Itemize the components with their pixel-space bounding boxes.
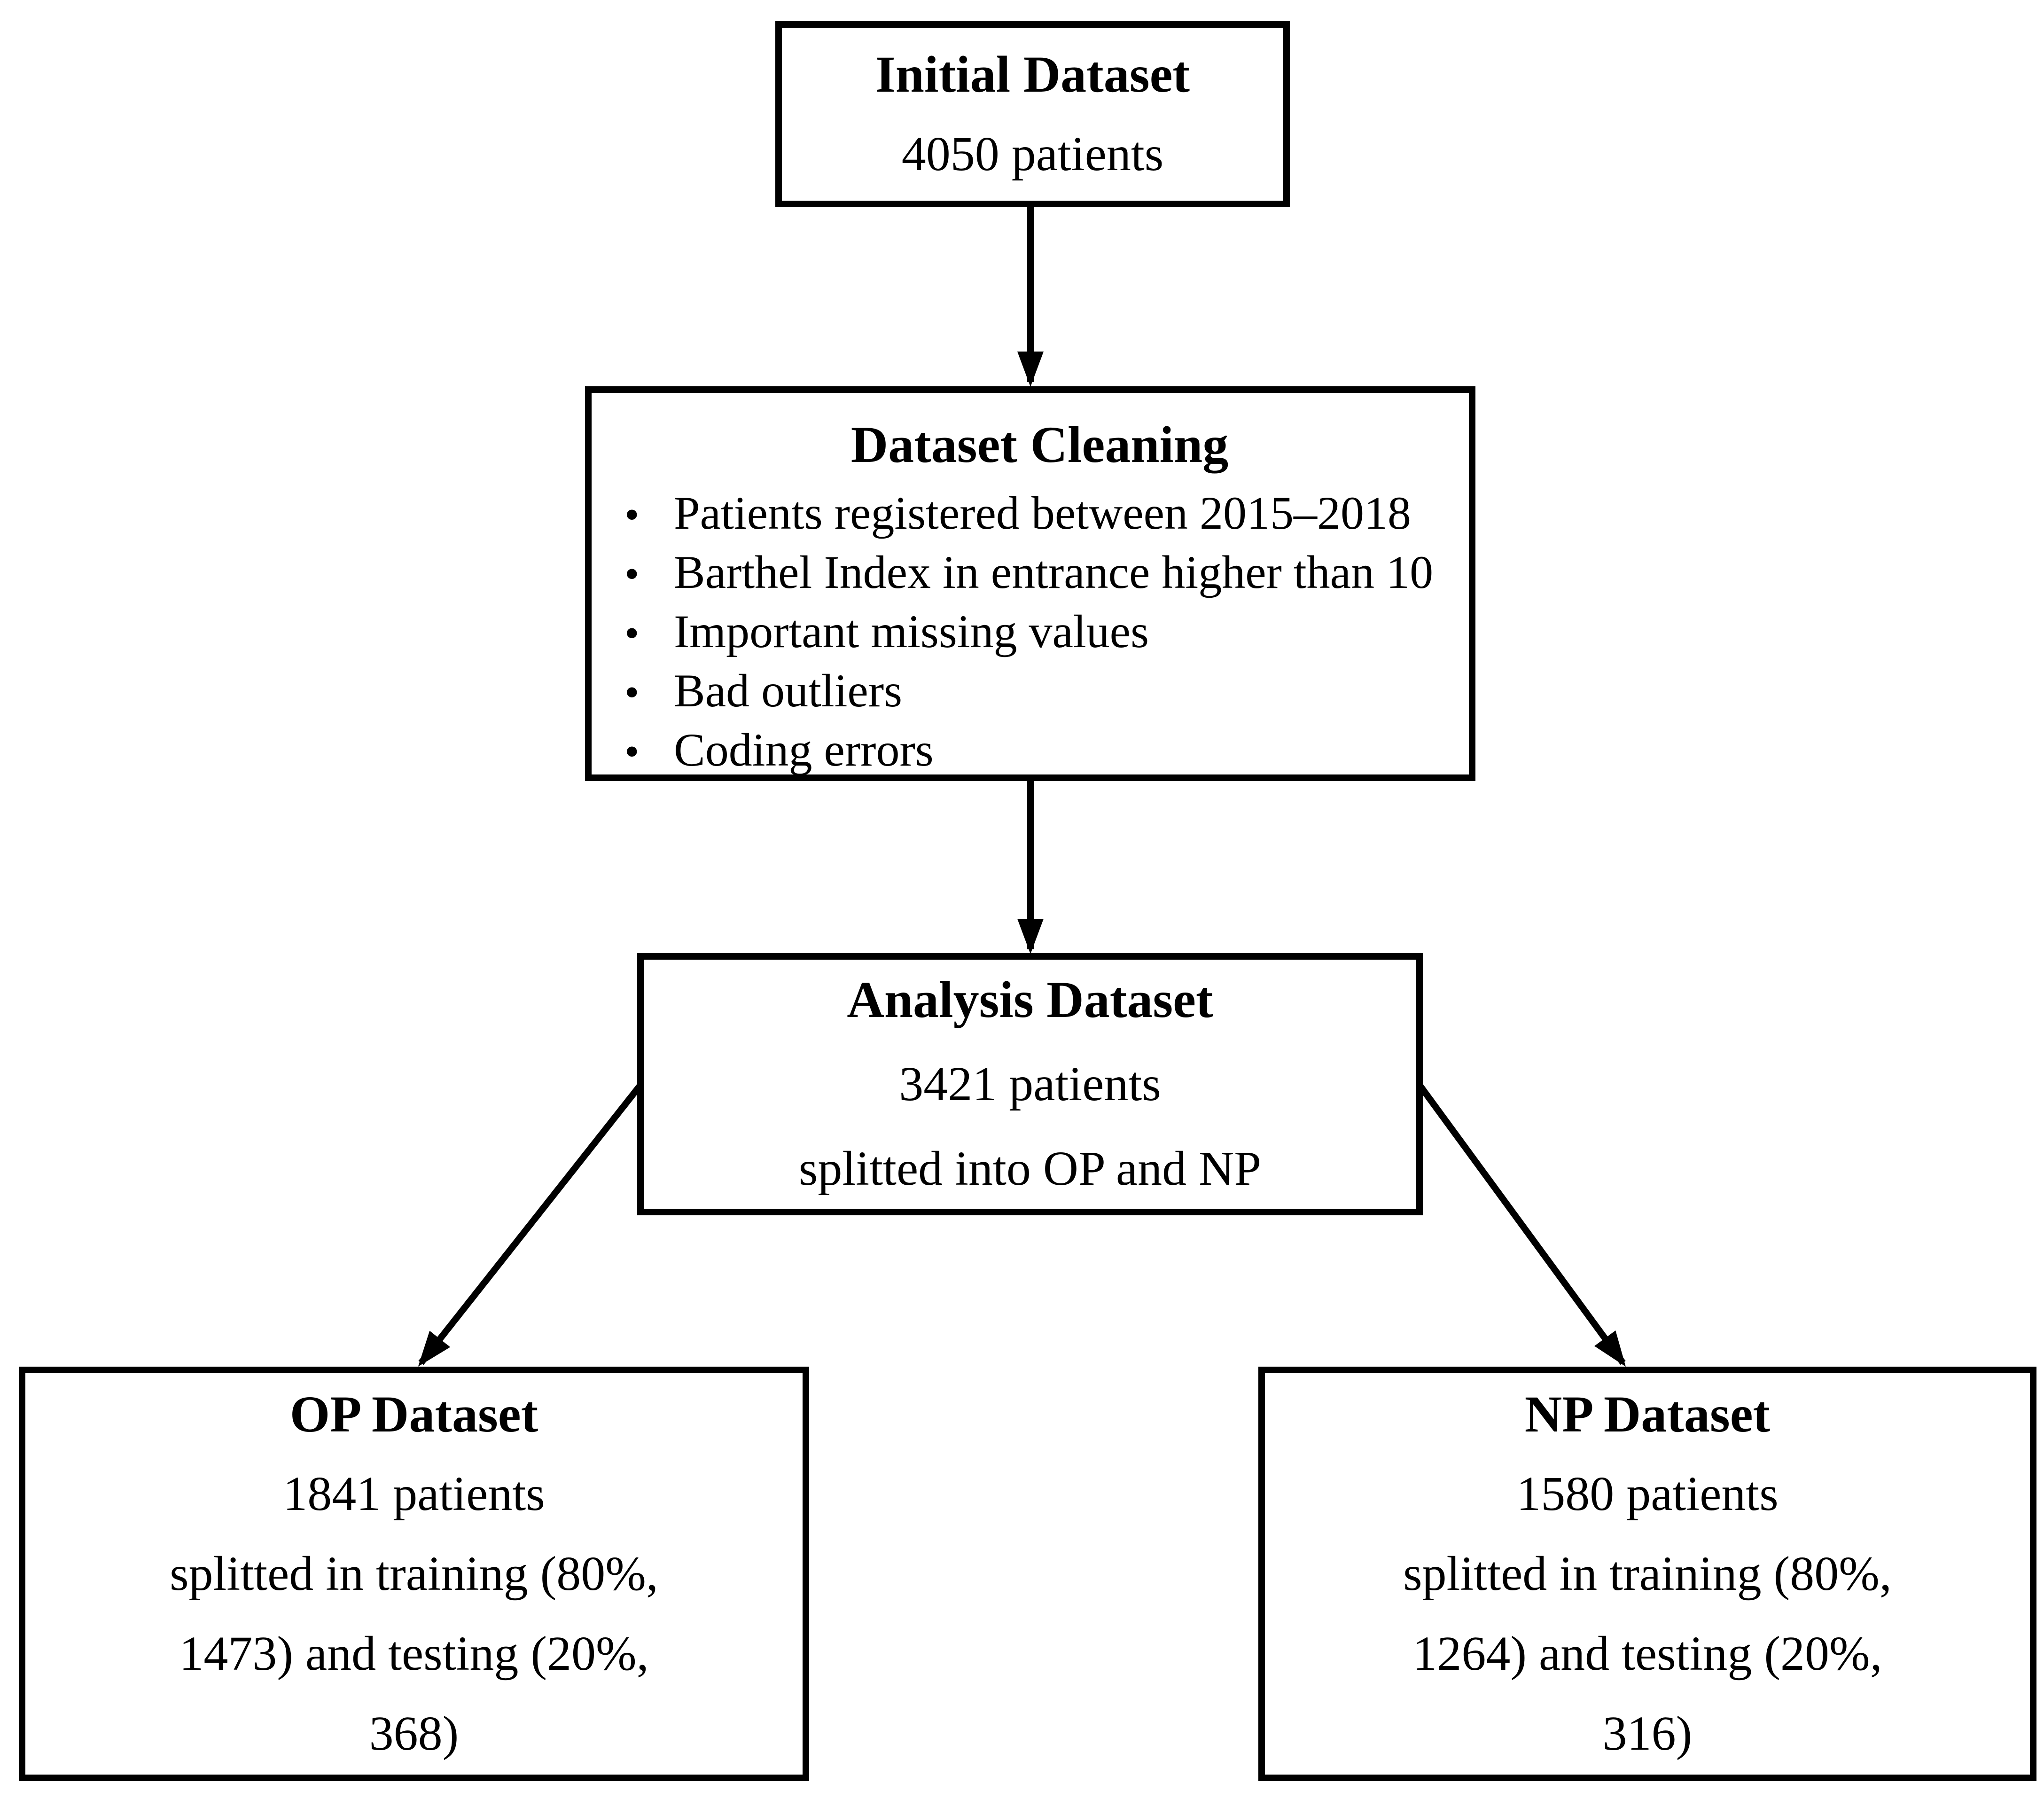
op-dataset-box: OP Dataset 1841 patients splitted in tra… [19,1367,809,1781]
cleaning-bullet-text: Coding errors [674,724,934,776]
analysis-dataset-count: 3421 patients [899,1057,1161,1111]
cleaning-bullet-item: • Bad outliers [624,662,1455,721]
op-dataset-count: 1841 patients [283,1467,545,1521]
bullet-icon: • [624,728,640,775]
op-dataset-split-line: splitted in training (80%, [170,1547,658,1601]
bullet-icon: • [624,551,640,597]
cleaning-bullet-text: Patients registered between 2015–2018 [674,487,1412,539]
op-dataset-title: OP Dataset [289,1385,538,1443]
analysis-dataset-split: splitted into OP and NP [798,1142,1262,1196]
cleaning-bullet-item: • Coding errors [624,721,1455,781]
cleaning-bullet-item: • Important missing values [624,603,1455,662]
np-dataset-split-line: 1264) and testing (20%, [1412,1627,1882,1681]
np-dataset-split-line: splitted in training (80%, [1403,1547,1892,1601]
analysis-dataset-box: Analysis Dataset 3421 patients splitted … [637,953,1423,1215]
np-dataset-count: 1580 patients [1516,1467,1779,1521]
bullet-icon: • [624,669,640,716]
cleaning-bullet-item: • Barthel Index in entrance higher than … [624,544,1455,603]
dataset-cleaning-box: Dataset Cleaning • Patients registered b… [585,386,1475,781]
initial-dataset-box: Initial Dataset 4050 patients [775,21,1290,207]
analysis-dataset-title: Analysis Dataset [847,971,1213,1028]
arrow-analysis-to-op [418,1083,643,1367]
bullet-icon: • [624,610,640,657]
cleaning-bullet-item: • Patients registered between 2015–2018 [624,485,1455,544]
arrow-analysis-to-np [1417,1083,1626,1367]
cleaning-bullet-text: Bad outliers [674,665,903,717]
initial-dataset-title: Initial Dataset [875,46,1190,103]
np-dataset-title: NP Dataset [1524,1385,1771,1443]
cleaning-bullet-text: Important missing values [674,605,1149,657]
cleaning-bullet-text: Barthel Index in entrance higher than 10 [674,546,1434,598]
np-dataset-split-line: 316) [1602,1706,1693,1760]
initial-dataset-count: 4050 patients [901,127,1164,181]
bullet-icon: • [624,492,640,538]
op-dataset-split-line: 1473) and testing (20%, [179,1627,649,1681]
np-dataset-box: NP Dataset 1580 patients splitted in tra… [1258,1367,2036,1781]
op-dataset-split-line: 368) [369,1706,459,1760]
dataset-cleaning-title: Dataset Cleaning [850,416,1229,473]
